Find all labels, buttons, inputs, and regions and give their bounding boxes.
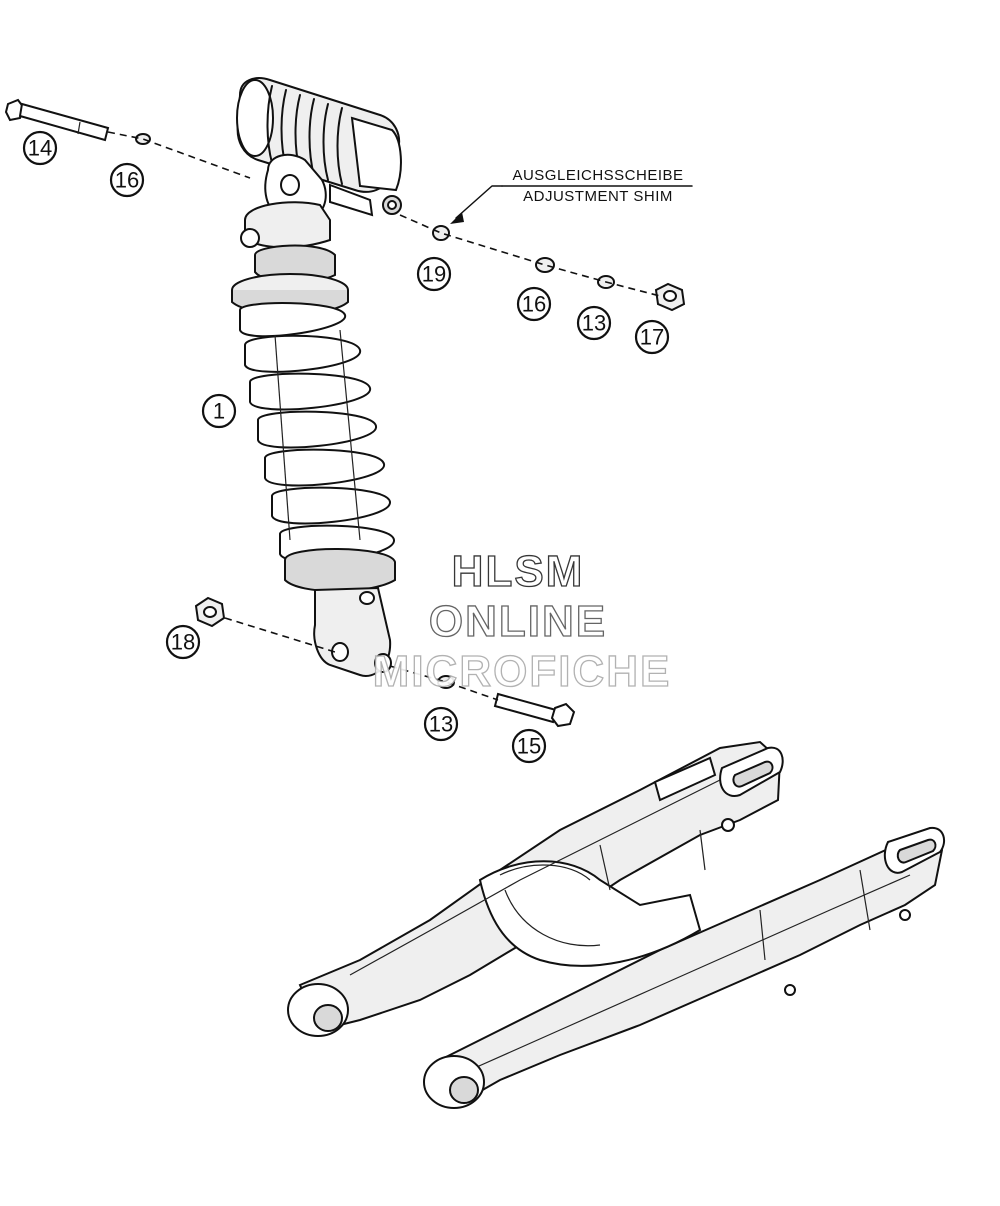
washer-19 — [432, 225, 450, 241]
callout-16a: 16 — [109, 162, 145, 198]
washer-16-left — [135, 133, 151, 145]
bolt-15 — [493, 692, 576, 728]
callout-17: 17 — [634, 319, 670, 355]
watermark-line-3: MICROFICHE — [373, 647, 672, 696]
washer-16-right — [535, 257, 555, 273]
nut-17 — [654, 282, 686, 312]
watermark-line-1: HLSM — [452, 547, 585, 596]
callout-14a: 14 — [22, 130, 58, 166]
svg-text:13: 13 — [582, 311, 606, 336]
adjustment-shim-annotation: AUSGLEICHSSCHEIBE ADJUSTMENT SHIM — [450, 167, 693, 224]
annotation-line-2: ADJUSTMENT SHIM — [523, 188, 673, 205]
callout-18: 18 — [165, 624, 201, 660]
svg-text:16: 16 — [115, 168, 139, 193]
annotation-arrowhead — [450, 212, 464, 224]
svg-text:19: 19 — [422, 262, 446, 287]
watermark: HLSM ONLINE MICROFICHE — [372, 546, 672, 696]
svg-text:1: 1 — [213, 399, 225, 424]
hardware — [4, 98, 686, 728]
callout-13a: 13 — [576, 305, 612, 341]
swingarm — [287, 740, 946, 1109]
bolt-14 — [4, 98, 110, 142]
nut-18 — [194, 596, 226, 628]
callout-16b: 16 — [516, 286, 552, 322]
shock-absorber — [231, 77, 402, 677]
callout-13b: 13 — [423, 706, 459, 742]
watermark-line-2: ONLINE — [429, 597, 607, 646]
svg-text:17: 17 — [640, 325, 664, 350]
svg-text:18: 18 — [171, 630, 195, 655]
callout-1: 1 — [201, 393, 237, 429]
svg-text:15: 15 — [517, 734, 541, 759]
callout-19: 19 — [416, 256, 452, 292]
washer-13-lower — [437, 675, 455, 689]
annotation-line-1: AUSGLEICHSSCHEIBE — [512, 167, 683, 184]
svg-text:14: 14 — [28, 136, 52, 161]
assembly-lines — [107, 131, 661, 701]
callout-15: 15 — [511, 728, 547, 764]
svg-text:16: 16 — [522, 292, 546, 317]
svg-text:13: 13 — [429, 712, 453, 737]
